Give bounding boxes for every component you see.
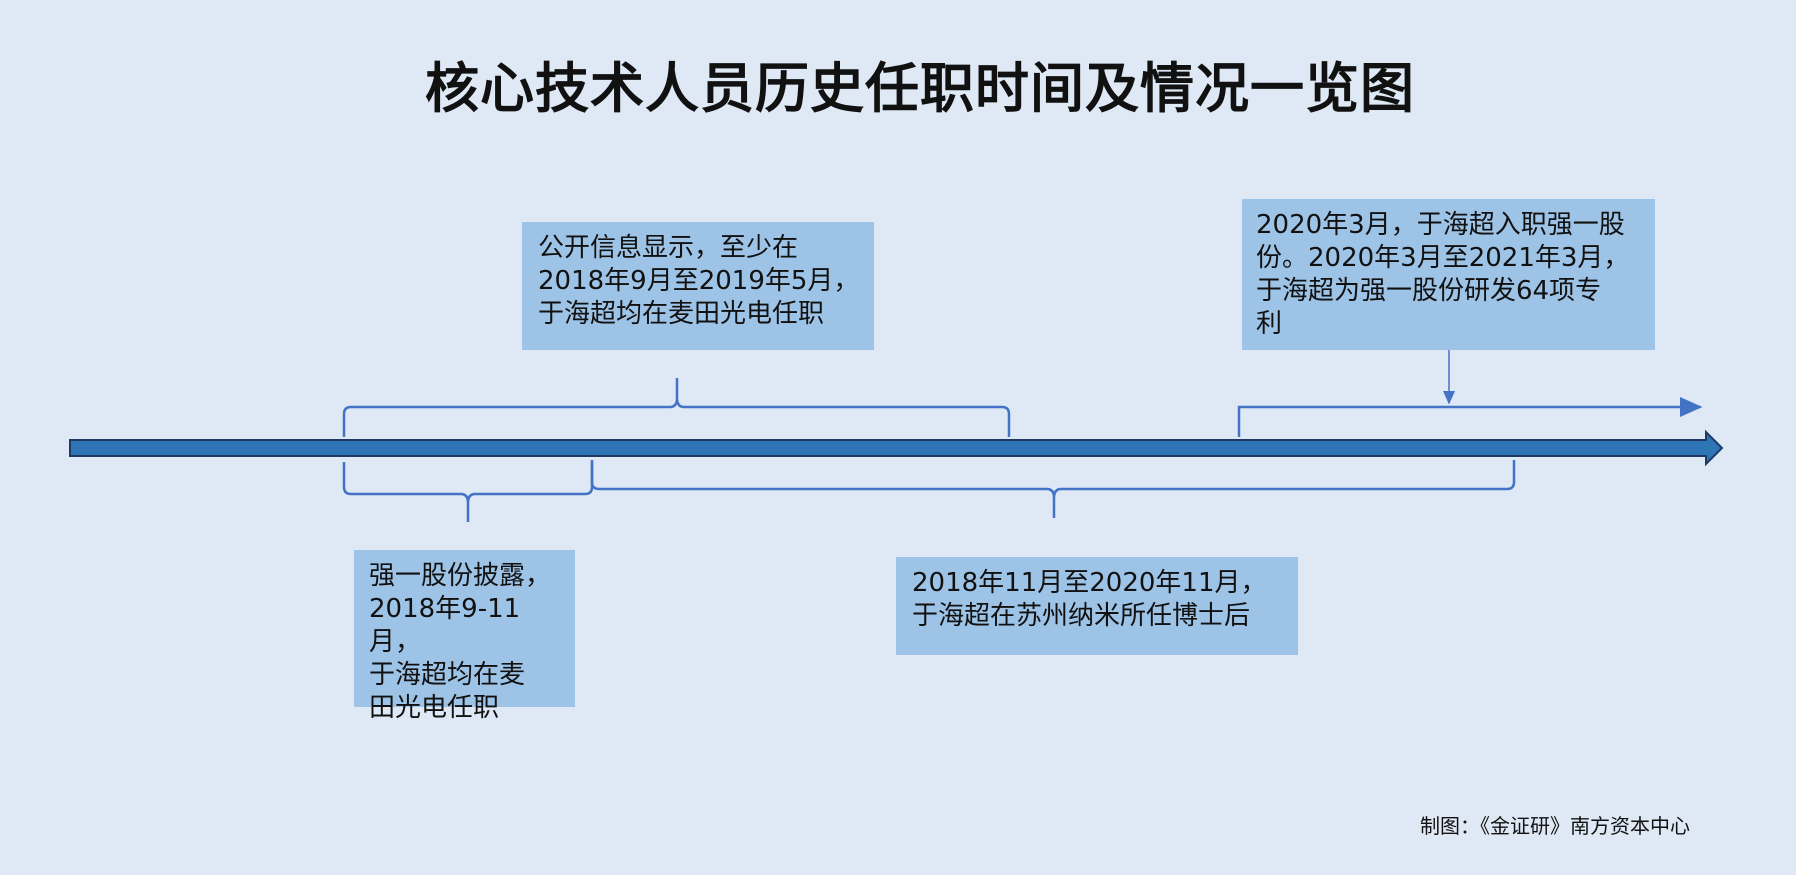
note-line: 2018年9月至2019年5月， xyxy=(538,266,860,296)
note-line: 公开信息显示，至少在 xyxy=(538,233,799,263)
note-line: 份。2020年3月至2021年3月， xyxy=(1256,243,1630,273)
note-line: 2020年3月，于海超入职强一股 xyxy=(1256,210,1625,240)
note-public-info: 公开信息显示，至少在 2018年9月至2019年5月， 于海超均在麦田光电任职 xyxy=(522,222,874,350)
note-line: 于海超在苏州纳米所任博士后 xyxy=(912,601,1251,631)
note-line: 强一股份披露， xyxy=(369,561,552,591)
page-title: 核心技术人员历史任职时间及情况一览图 xyxy=(425,57,1415,120)
note-line: 于海超均在麦 xyxy=(369,660,526,690)
note-disclosure: 强一股份披露， 2018年9-11月， 于海超均在麦 田光电任职 xyxy=(354,550,575,723)
note-line: 利 xyxy=(1256,309,1283,339)
bracket-2020-03-onward xyxy=(1237,397,1703,437)
brace-2018-09-to-2019-05 xyxy=(342,378,1011,437)
note-postdoc: 2018年11月至2020年11月， 于海超在苏州纳米所任博士后 xyxy=(896,557,1298,655)
note-line: 于海超均在麦田光电任职 xyxy=(538,299,825,329)
credit-text: 制图：《金证研》南方资本中心 xyxy=(1420,814,1690,838)
timeline-arrow xyxy=(69,429,1724,467)
note-line: 2018年9-11月， xyxy=(369,594,521,657)
note-line: 于海超为强一股份研发64项专 xyxy=(1256,276,1602,306)
brace-2018-11-to-2020-11 xyxy=(590,460,1516,518)
note-joined-qiangyi: 2020年3月，于海超入职强一股 份。2020年3月至2021年3月， 于海超为… xyxy=(1242,199,1655,350)
note-line: 田光电任职 xyxy=(369,693,500,723)
note-line: 2018年11月至2020年11月， xyxy=(912,568,1267,598)
brace-2018-09-to-2018-11 xyxy=(342,462,594,522)
